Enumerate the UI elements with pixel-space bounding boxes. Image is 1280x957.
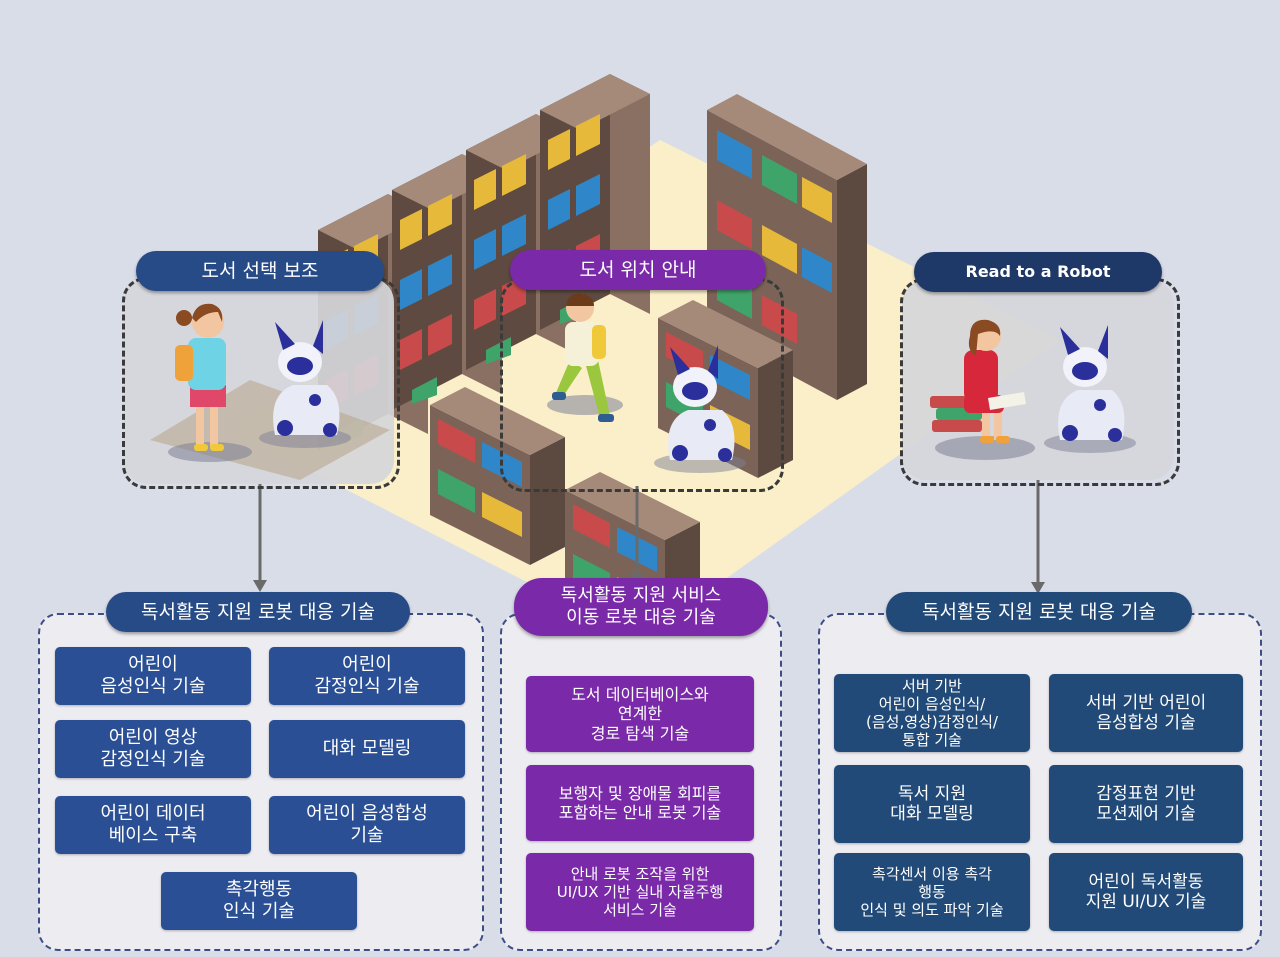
tech-item: 어린이 음성인식 기술	[55, 647, 251, 705]
scenario-panel-selection	[122, 277, 400, 489]
scenario-panel-read	[900, 278, 1180, 486]
tech-item: 서버 기반 어린이 음성합성 기술	[1049, 674, 1243, 752]
tech-item: 촉각행동 인식 기술	[161, 872, 357, 930]
tech-item: 도서 데이터베이스와 연계한 경로 탐색 기술	[526, 676, 754, 752]
tech-item: 어린이 독서활동 지원 UI/UX 기술	[1049, 853, 1243, 931]
child-icon	[964, 319, 1026, 443]
tech-item: 어린이 음성합성 기술	[269, 796, 465, 854]
scenario-title-location: 도서 위치 안내	[510, 250, 766, 290]
tech-item: 안내 로봇 조작을 위한 UI/UX 기반 실내 자율주행 서비스 기술	[526, 853, 754, 931]
right-panel-title: 독서활동 지원 로봇 대응 기술	[886, 592, 1192, 632]
tech-item: 촉각센서 이용 촉각 행동 인식 및 의도 파악 기술	[834, 853, 1030, 931]
scenario-panel-location	[500, 278, 784, 492]
middle-panel-title: 독서활동 지원 서비스 이동 로봇 대응 기술	[514, 578, 768, 636]
tech-item: 독서 지원 대화 모델링	[834, 765, 1030, 843]
tech-item: 어린이 감정인식 기술	[269, 647, 465, 705]
scenario-title-selection: 도서 선택 보조	[136, 251, 384, 291]
tech-item: 어린이 데이터 베이스 구축	[55, 796, 251, 854]
tech-item: 어린이 영상 감정인식 기술	[55, 720, 251, 778]
tech-item: 서버 기반 어린이 음성인식/ (음성,영상)감정인식/ 통합 기술	[834, 674, 1030, 752]
tech-item: 보행자 및 장애물 회피를 포함하는 안내 로봇 기술	[526, 765, 754, 841]
scenario-title-read: Read to a Robot	[914, 252, 1162, 292]
left-panel-title: 독서활동 지원 로봇 대응 기술	[106, 592, 410, 632]
child-icon	[552, 293, 614, 422]
child-icon	[175, 303, 226, 451]
tech-item: 감정표현 기반 모션제어 기술	[1049, 765, 1243, 843]
tech-item: 대화 모델링	[269, 720, 465, 778]
